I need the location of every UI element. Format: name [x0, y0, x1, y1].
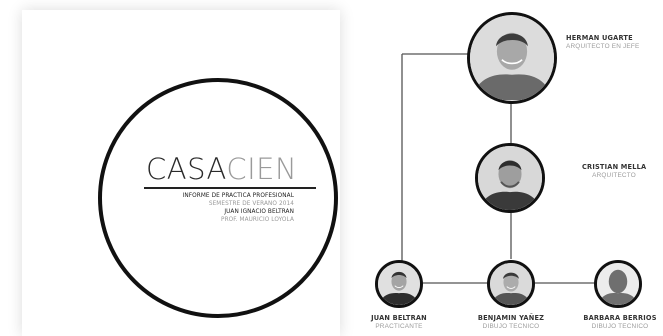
name-juan-beltran: JUAN BELTRAN: [371, 314, 427, 322]
person-photo-icon: [490, 263, 532, 305]
semester: SEMESTRE DE VERANO 2014: [208, 199, 294, 207]
avatar-juan-beltran: [375, 260, 423, 308]
author: JUAN IGNACIO BELTRAN: [224, 207, 294, 215]
avatar-benjamin-yanez: [487, 260, 535, 308]
org-connectors: [401, 53, 597, 284]
name-benjamin-yanez: BENJAMIN YAÑEZ: [477, 314, 545, 322]
casacien-logo: CASACIEN: [146, 155, 297, 184]
person-photo-icon: [478, 146, 542, 210]
name-herman-ugarte: HERMAN UGARTE: [566, 34, 633, 42]
logo-cien: CIEN: [226, 152, 298, 186]
logo-casa: CASA: [146, 152, 227, 186]
person-photo-icon: [470, 16, 554, 100]
avatar-barbara-berrios: [594, 260, 642, 308]
role-benjamin-yanez: DIBUJO TECNICO: [482, 323, 540, 330]
org-chart: HERMAN UGARTE ARQUITECTO EN JEFE CRISTIA…: [350, 0, 663, 336]
name-cristian-mella: CRISTIAN MELLA: [582, 163, 647, 171]
cover-circle: [98, 78, 338, 318]
person-silhouette-icon: [597, 263, 639, 305]
avatar-herman-ugarte: [467, 12, 557, 104]
professor: PROF. MAURICIO LOYOLA: [221, 215, 294, 223]
person-photo-icon: [378, 263, 420, 305]
role-cristian-mella: ARQUITECTO: [592, 172, 636, 179]
cover-subtitle: INFORME DE PRACTICA PROFESIONAL SEMESTRE…: [183, 191, 294, 223]
role-herman-ugarte: ARQUITECTO EN JEFE: [566, 43, 640, 50]
role-juan-beltran: PRACTICANTE: [375, 323, 423, 330]
logo-underline: [144, 187, 316, 189]
name-barbara-berrios: BARBARA BERRIOS: [583, 314, 657, 322]
role-barbara-berrios: DIBUJO TECNICO: [591, 323, 649, 330]
report-type: INFORME DE PRACTICA PROFESIONAL: [182, 191, 294, 199]
report-cover: CASACIEN INFORME DE PRACTICA PROFESIONAL…: [22, 10, 340, 336]
avatar-cristian-mella: [475, 143, 545, 213]
